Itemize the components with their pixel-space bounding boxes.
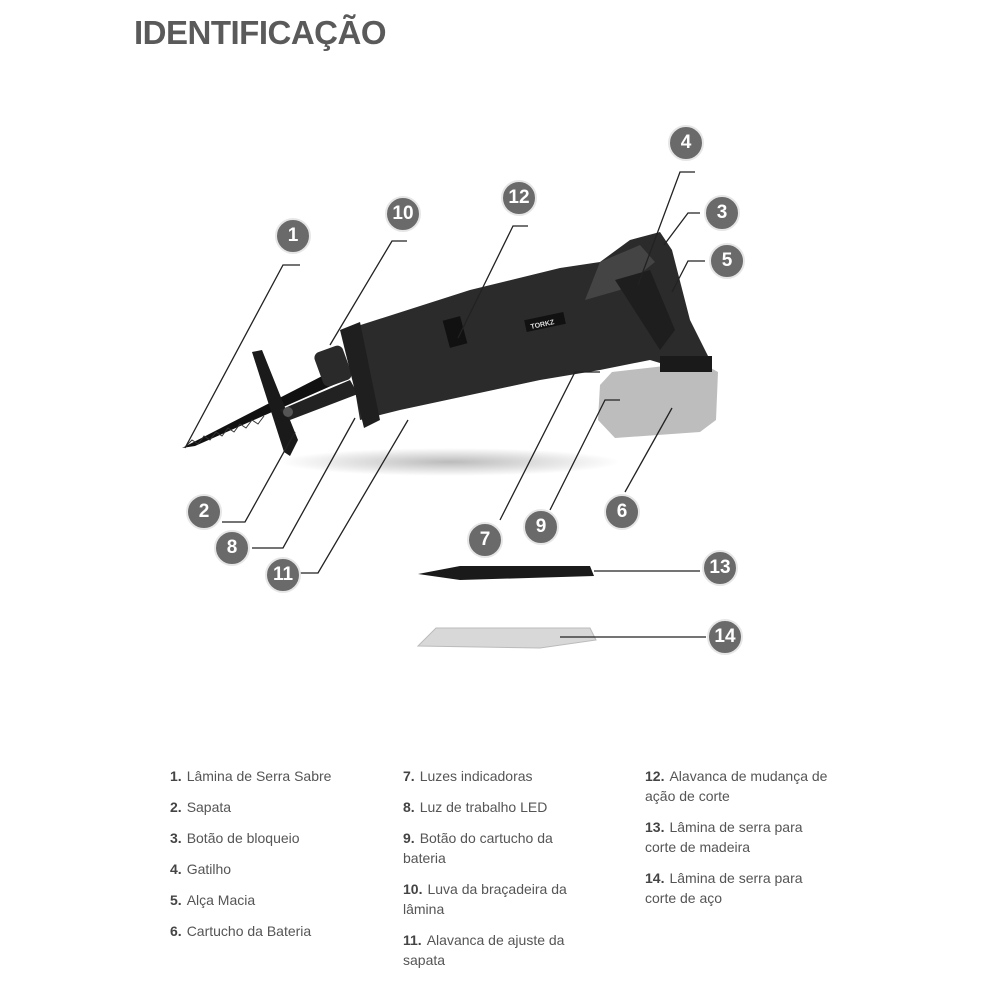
legend-item: 6.Cartucho da Bateria [170,921,380,941]
legend-column-1: 1.Lâmina de Serra Sabre 2.Sapata 3.Botão… [170,766,380,952]
legend-text: Lâmina de serra para corte de madeira [645,819,803,855]
legend-text: Cartucho da Bateria [186,923,312,939]
legend-number: 11. [403,932,422,948]
callout-8: 8 [214,530,250,566]
legend-text: Lâmina de Serra Sabre [186,768,332,784]
legend-number: 2. [170,799,182,815]
callout-11: 11 [265,557,301,593]
callout-9: 9 [523,509,559,545]
legend-number: 5. [170,892,182,908]
legend-number: 4. [170,861,182,877]
callout-13: 13 [702,550,738,586]
legend-item: 7.Luzes indicadoras [403,766,593,786]
callout-4: 4 [668,125,704,161]
legend-number: 13. [645,819,665,835]
legend-number: 9. [403,830,415,846]
legend-item: 10.Luva da braçadeira da lâmina [403,879,593,919]
legend-item: 12.Alavanca de mudança de ação de corte [645,766,830,806]
callout-12: 12 [501,180,537,216]
legend-text: Alavanca de mudança de ação de corte [645,768,828,804]
legend-text: Botão de bloqueio [186,830,300,846]
callout-6: 6 [604,494,640,530]
callout-1: 1 [275,218,311,254]
brand-label: TORKZ [530,319,556,331]
wood-blade [418,566,594,580]
legend-column-3: 12.Alavanca de mudança de ação de corte … [645,766,830,919]
legend-number: 6. [170,923,182,939]
legend-item: 1.Lâmina de Serra Sabre [170,766,380,786]
legend-number: 14. [645,870,665,886]
legend-text: Botão do cartucho da bateria [403,830,553,866]
legend-column-2: 7.Luzes indicadoras 8.Luz de trabalho LE… [403,766,593,981]
legend-item: 5.Alça Macia [170,890,380,910]
legend-text: Alça Macia [186,892,256,908]
shadow [280,448,620,476]
steel-blade [416,627,597,649]
callout-5: 5 [709,243,745,279]
legend-item: 4.Gatilho [170,859,380,879]
shoe [252,350,298,456]
legend-text: Gatilho [186,861,232,877]
callout-10: 10 [385,196,421,232]
callout-14: 14 [707,619,743,655]
callout-3: 3 [704,195,740,231]
callout-7: 7 [467,522,503,558]
legend-text: Luzes indicadoras [419,768,533,784]
legend-number: 1. [170,768,182,784]
legend-number: 7. [403,768,415,784]
saw-blade [182,372,340,448]
legend-text: Luz de trabalho LED [419,799,548,815]
legend-item: 3.Botão de bloqueio [170,828,380,848]
legend-item: 13.Lâmina de serra para corte de madeira [645,817,830,857]
leader-lines [184,171,706,638]
legend-item: 11.Alavanca de ajuste da sapata [403,930,593,970]
legend-number: 8. [403,799,415,815]
legend-item: 14.Lâmina de serra para corte de aço [645,868,830,908]
legend-item: 2.Sapata [170,797,380,817]
legend-text: Alavanca de ajuste da sapata [403,932,565,968]
legend-number: 10. [403,881,423,897]
battery [598,362,718,438]
legend-text: Sapata [186,799,232,815]
callout-2: 2 [186,494,222,530]
page-title: IDENTIFICAÇÃO [134,14,387,51]
legend-text: Luva da braçadeira da lâmina [403,881,567,917]
saw-diagram: TORKZ [182,171,718,649]
legend-item: 8.Luz de trabalho LED [403,797,593,817]
legend-text: Lâmina de serra para corte de aço [645,870,803,906]
legend-number: 3. [170,830,182,846]
front-guard [340,322,380,428]
legend-item: 9.Botão do cartucho da bateria [403,828,593,868]
legend-number: 12. [645,768,665,784]
